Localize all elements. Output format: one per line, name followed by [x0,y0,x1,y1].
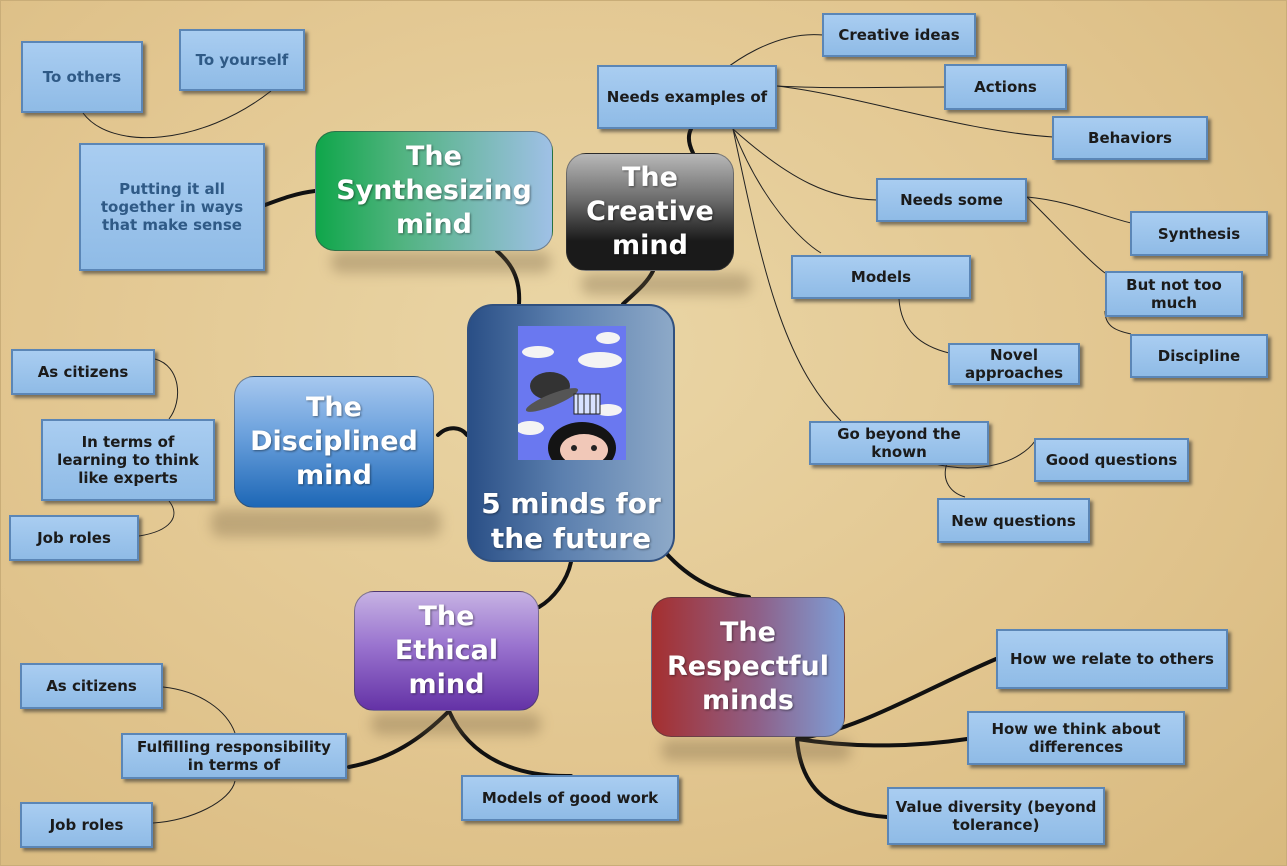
node-go-beyond-known[interactable]: Go beyond the known [809,421,989,465]
link-creative-needs [686,127,695,155]
link-models-novel [898,298,950,354]
synthesizing-mind-node[interactable]: The Synthesizing mind [315,131,553,251]
link-resp-diversity [795,737,889,819]
link-dis-citizens [154,358,179,420]
node-eth-job-roles[interactable]: Job roles [20,802,153,848]
link-needssome-nottoo [1026,196,1106,274]
link-needs-needssome [732,128,878,201]
link-center-ethical [537,560,573,609]
node-to-yourself[interactable]: To yourself [179,29,305,91]
node-behaviors[interactable]: Behaviors [1052,116,1208,160]
node-how-we-think-differences[interactable]: How we think about differences [967,711,1185,765]
node-eth-as-citizens[interactable]: As citizens [20,663,163,709]
link-ethical-fulfilling [347,709,451,769]
node-eth-fulfilling[interactable]: Fulfilling responsibility in terms of [121,733,347,779]
link-eth-job [152,780,236,824]
node-models[interactable]: Models [791,255,971,299]
creative-mind-label: The Creative mind [586,162,714,261]
center-node[interactable]: 5 minds for the future [467,304,675,562]
node-but-not-too-much[interactable]: But not too much [1105,271,1243,317]
respectful-shadow [661,739,851,761]
link-center-disciplined [436,426,469,437]
ethical-shadow [371,713,541,735]
synthesizing-shadow [331,251,551,273]
link-center-creative [621,269,655,306]
link-needs-behaviors [776,85,1054,138]
link-center-respectful [663,550,751,599]
node-to-others[interactable]: To others [21,41,143,113]
node-creative-ideas[interactable]: Creative ideas [822,13,976,57]
disciplined-mind-node[interactable]: The Disciplined mind [234,376,434,508]
link-to-others-yourself [82,90,272,139]
node-dis-job-roles[interactable]: Job roles [9,515,139,561]
node-actions[interactable]: Actions [944,64,1067,110]
node-dis-learning-experts[interactable]: In terms of learning to think like exper… [41,419,215,501]
link-resp-differences [795,737,969,748]
node-good-questions[interactable]: Good questions [1034,438,1189,482]
node-dis-as-citizens[interactable]: As citizens [11,349,155,395]
node-discipline[interactable]: Discipline [1130,334,1268,378]
link-dis-job [138,500,175,537]
center-title: 5 minds for the future [481,487,661,555]
node-synthesis[interactable]: Synthesis [1130,211,1268,256]
link-needs-actions [776,85,946,89]
link-needs-models [732,128,822,254]
respectful-mind-node[interactable]: The Respectful minds [651,597,845,737]
link-center-synthesizing [495,249,522,306]
link-needssome-synthesis [1026,196,1132,224]
node-models-good-work[interactable]: Models of good work [461,775,679,821]
node-how-we-relate[interactable]: How we relate to others [996,629,1228,689]
creative-mind-node[interactable]: The Creative mind [566,153,734,271]
ethical-mind-node[interactable]: The Ethical mind [354,591,539,711]
link-needs-beyond [732,128,842,422]
node-novel-approaches[interactable]: Novel approaches [948,343,1080,385]
node-needs-examples[interactable]: Needs examples of [597,65,777,129]
creative-shadow [581,273,751,295]
cartoon-face-with-flying-hat-image [518,326,626,460]
node-new-questions[interactable]: New questions [937,498,1090,543]
link-beyond-new [944,462,966,498]
link-synth-putting [263,189,317,207]
link-eth-citizens [162,686,236,734]
node-putting-together[interactable]: Putting it all together in ways that mak… [79,143,265,271]
node-value-diversity[interactable]: Value diversity (beyond tolerance) [887,787,1105,845]
disciplined-shadow [211,509,441,537]
node-needs-some[interactable]: Needs some [876,178,1027,222]
